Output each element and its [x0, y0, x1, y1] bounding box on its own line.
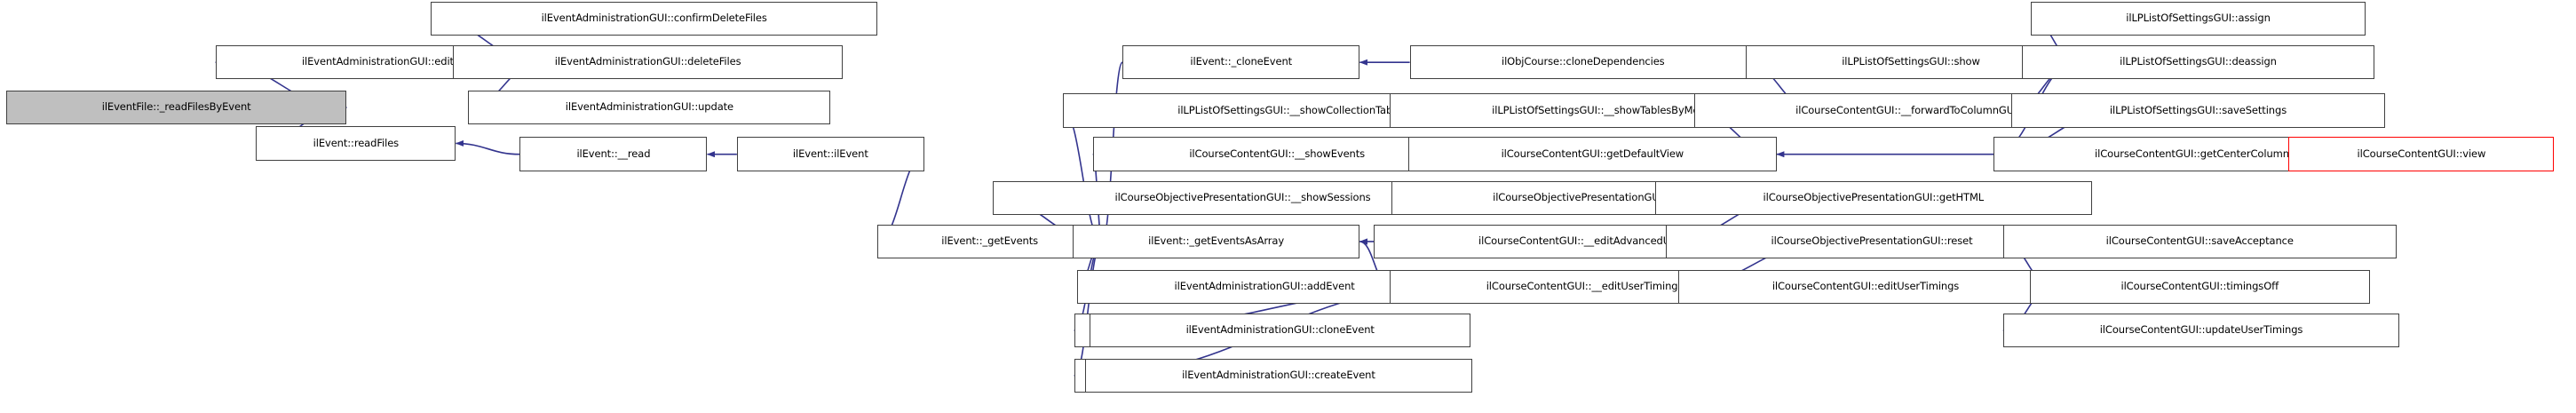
- graph-node-label: ilEventAdministrationGUI::update: [565, 100, 734, 114]
- graph-node-label: ilCourseContentGUI::updateUserTimings: [2099, 323, 2303, 337]
- graph-node-label: ilCourseObjectivePresentationGUI::reset: [1771, 234, 1973, 248]
- graph-node-label: ilLPListOfSettingsGUI::show: [1842, 55, 1980, 68]
- graph-node[interactable]: ilEventAdministrationGUI::createEvent: [1084, 358, 1472, 393]
- graph-node[interactable]: ilEvent::_getEvents: [877, 224, 1103, 259]
- graph-node-label: ilCourseContentGUI::view: [2357, 147, 2486, 160]
- graph-node[interactable]: ilLPListOfSettingsGUI::saveSettings: [2010, 93, 2386, 128]
- graph-node[interactable]: ilEvent::readFiles: [256, 126, 456, 161]
- graph-node-label: ilLPListOfSettingsGUI::assign: [2126, 12, 2271, 25]
- graph-node-label: ilObjCourse::cloneDependencies: [1501, 55, 1665, 68]
- graph-node-label: ilCourseContentGUI::timingsOff: [2120, 280, 2279, 293]
- graph-node-label: ilEvent::_cloneEvent: [1190, 55, 1293, 68]
- graph-node[interactable]: ilEventAdministrationGUI::deleteFiles: [452, 44, 844, 80]
- graph-node-label: ilEvent::ilEvent: [792, 147, 868, 160]
- graph-node[interactable]: ilCourseContentGUI::timingsOff: [2029, 269, 2370, 305]
- graph-node[interactable]: ilCourseContentGUI::getDefaultView: [1407, 137, 1777, 171]
- graph-node[interactable]: ilEvent::_cloneEvent: [1122, 44, 1360, 80]
- graph-node-label: ilEventAdministrationGUI::createEvent: [1182, 369, 1375, 382]
- graph-node[interactable]: ilEventAdministrationGUI::update: [468, 90, 831, 125]
- graph-node-label: ilEventAdministrationGUI::cloneEvent: [1185, 323, 1375, 337]
- graph-node-label: ilCourseContentGUI::saveAcceptance: [2105, 234, 2294, 248]
- graph-node-label: ilLPListOfSettingsGUI::__showCollectionT…: [1177, 103, 1402, 116]
- graph-edge: [1073, 238, 1104, 377]
- graph-node-label: ilLPListOfSettingsGUI::__showTablesByMod…: [1492, 103, 1712, 116]
- graph-node[interactable]: ilCourseContentGUI::__showEvents: [1092, 137, 1462, 171]
- graph-node[interactable]: ilEventAdministrationGUI::confirmDeleteF…: [431, 1, 878, 36]
- graph-node[interactable]: ilCourseContentGUI::editUserTimings: [1678, 269, 2053, 305]
- graph-node-label: ilCourseContentGUI::__showEvents: [1189, 147, 1366, 160]
- graph-edge: [455, 139, 520, 155]
- graph-node-label: ilCourseContentGUI::__forwardToColumnGUI: [1795, 103, 2017, 116]
- graph-node[interactable]: ilEvent::_getEventsAsArray: [1072, 224, 1360, 259]
- graph-node-label: ilEvent::_getEvents: [941, 234, 1039, 248]
- graph-node[interactable]: ilCourseObjectivePresentationGUI::getHTM…: [1654, 180, 2092, 216]
- graph-node-label: ilCourseContentGUI::editUserTimings: [1771, 280, 1960, 293]
- graph-node-label: ilCourseContentGUI::getCenterColumnHTML: [2095, 147, 2318, 160]
- graph-node[interactable]: ilCourseContentGUI::updateUserTimings: [2002, 313, 2400, 348]
- graph-node-label: ilEvent::readFiles: [313, 136, 400, 149]
- graph-node-label: ilEventAdministrationGUI::deleteFiles: [554, 55, 741, 68]
- graph-node[interactable]: ilEvent::__read: [519, 137, 708, 171]
- graph-node-label: ilLPListOfSettingsGUI::deassign: [2120, 55, 2277, 68]
- graph-node-label: ilLPListOfSettingsGUI::saveSettings: [2109, 103, 2287, 116]
- graph-node-label: ilEvent::_getEventsAsArray: [1148, 234, 1285, 248]
- graph-node-label: ilCourseObjectivePresentationGUI::__show…: [1114, 191, 1371, 204]
- graph-node[interactable]: ilEventFile::_readFilesByEvent: [6, 90, 347, 125]
- graph-node-label: ilEventFile::_readFilesByEvent: [101, 100, 251, 114]
- graph-node-label: ilEventAdministrationGUI::addEvent: [1174, 280, 1355, 293]
- graph-node[interactable]: ilLPListOfSettingsGUI::assign: [2031, 1, 2366, 36]
- graph-node[interactable]: ilCourseContentGUI::saveAcceptance: [2002, 224, 2397, 259]
- graph-node[interactable]: ilCourseContentGUI::view: [2288, 137, 2555, 171]
- graph-node-label: ilCourseContentGUI::__editUserTimings: [1486, 280, 1684, 293]
- graph-node-label: ilCourseObjectivePresentationGUI::getHTM…: [1763, 191, 1985, 204]
- graph-node-label: ilEvent::__read: [576, 147, 651, 160]
- graph-node[interactable]: ilEventAdministrationGUI::cloneEvent: [1090, 313, 1471, 348]
- graph-node[interactable]: ilObjCourse::cloneDependencies: [1409, 44, 1756, 80]
- graph-node[interactable]: ilEvent::ilEvent: [736, 137, 924, 171]
- graph-node-label: ilEventAdministrationGUI::confirmDeleteF…: [541, 12, 767, 25]
- graph-node-label: ilCourseContentGUI::getDefaultView: [1501, 147, 1684, 160]
- graph-node-label: ilEventAdministrationGUI::edit: [301, 55, 454, 68]
- graph-node[interactable]: ilLPListOfSettingsGUI::deassign: [2021, 44, 2375, 80]
